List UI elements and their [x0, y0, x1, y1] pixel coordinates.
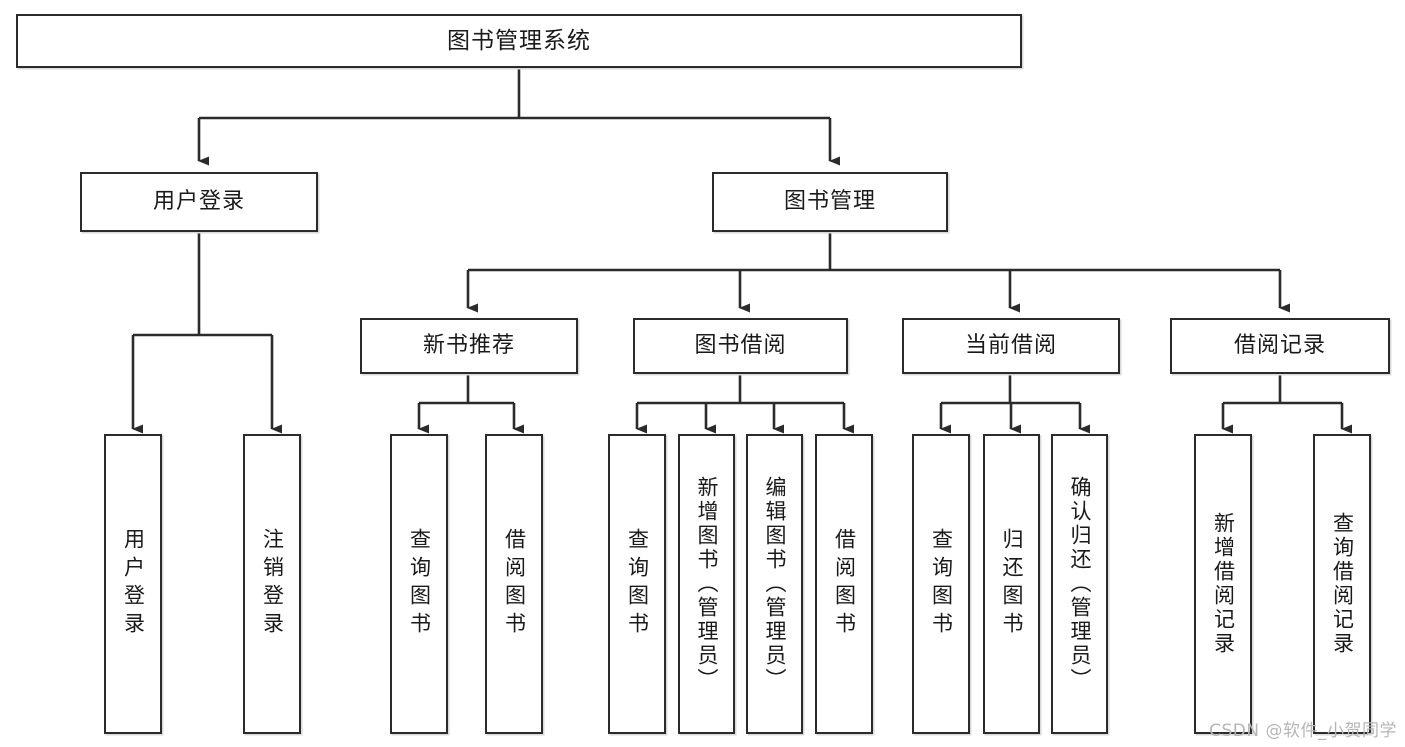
node-new-book-recommend[interactable]: 新书推荐	[360, 318, 578, 374]
leaf-book-borrow-query[interactable]: 查询图书	[608, 434, 666, 734]
leaf-user-login-logout[interactable]: 注销登录	[243, 434, 301, 734]
node-root-system[interactable]: 图书管理系统	[16, 14, 1022, 68]
node-label: 当前借阅	[964, 333, 1057, 358]
leaf-new-book-borrow[interactable]: 借阅图书	[485, 434, 543, 734]
node-label: 编辑图书（管理员）	[763, 476, 787, 692]
node-label: 新书推荐	[422, 333, 515, 358]
node-label: 图书管理系统	[447, 27, 591, 54]
node-label: 借阅图书	[502, 528, 527, 640]
watermark: CSDN @软件_小贺同学	[1209, 721, 1397, 741]
leaf-current-borrow-confirm-return[interactable]: 确认归还（管理员）	[1051, 434, 1108, 734]
node-label: 用户登录	[121, 528, 146, 640]
leaf-book-borrow-edit[interactable]: 编辑图书（管理员）	[746, 434, 803, 734]
node-label: 查询图书	[407, 528, 432, 640]
node-label: 用户登录	[152, 189, 245, 214]
leaf-borrow-record-query[interactable]: 查询借阅记录	[1313, 434, 1371, 734]
node-label: 查询借阅记录	[1330, 512, 1355, 656]
leaf-book-borrow-add[interactable]: 新增图书（管理员）	[678, 434, 735, 734]
node-label: 注销登录	[260, 528, 285, 640]
leaf-new-book-query[interactable]: 查询图书	[390, 434, 448, 734]
leaf-user-login-login[interactable]: 用户登录	[104, 434, 162, 734]
node-user-login[interactable]: 用户登录	[80, 172, 318, 232]
node-borrow-record[interactable]: 借阅记录	[1170, 318, 1390, 374]
node-label: 借阅记录	[1233, 333, 1326, 358]
node-book-management[interactable]: 图书管理	[712, 172, 948, 232]
leaf-borrow-record-add[interactable]: 新增借阅记录	[1194, 434, 1252, 734]
leaf-current-borrow-query[interactable]: 查询图书	[912, 434, 970, 734]
node-label: 借阅图书	[832, 528, 857, 640]
node-label: 归还图书	[1000, 528, 1024, 640]
node-book-borrow[interactable]: 图书借阅	[633, 318, 848, 374]
node-label: 新增图书（管理员）	[695, 476, 719, 692]
node-label: 确认归还（管理员）	[1068, 476, 1092, 692]
node-label: 查询图书	[929, 528, 954, 640]
node-label: 图书管理	[783, 189, 876, 214]
node-current-borrow[interactable]: 当前借阅	[902, 318, 1120, 374]
node-label: 图书借阅	[694, 333, 787, 358]
node-label: 查询图书	[625, 528, 650, 640]
leaf-current-borrow-return[interactable]: 归还图书	[983, 434, 1040, 734]
leaf-book-borrow-borrow[interactable]: 借阅图书	[815, 434, 873, 734]
node-label: 新增借阅记录	[1211, 512, 1236, 656]
